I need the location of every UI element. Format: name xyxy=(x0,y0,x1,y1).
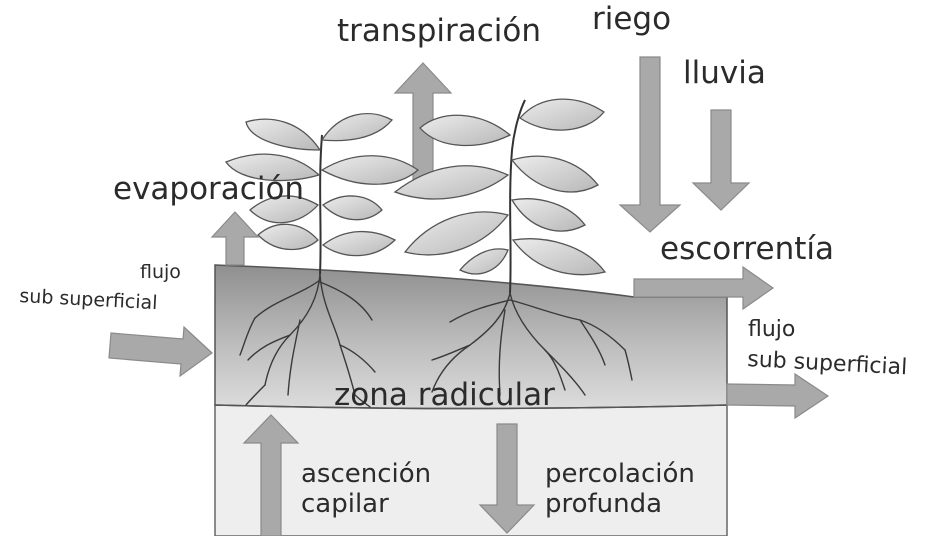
label-rain: lluvia xyxy=(683,55,766,91)
label-deep-percolation-2: profunda xyxy=(545,489,663,519)
label-runoff: escorrentía xyxy=(660,231,834,267)
evaporation-arrow xyxy=(210,211,260,266)
flow-arrows xyxy=(108,56,830,536)
rain-arrow xyxy=(691,109,751,211)
irrigation-arrow xyxy=(618,56,682,233)
label-root-zone: zona radicular xyxy=(334,377,555,413)
subsoil-layer xyxy=(214,404,728,536)
label-capillary-rise-1: ascención xyxy=(301,459,432,489)
label-deep-percolation-1: percolación xyxy=(545,459,695,489)
transpiration-arrow xyxy=(393,62,453,181)
deep-percolation-arrow xyxy=(478,423,536,534)
soil-profile xyxy=(214,264,728,536)
plant-roots xyxy=(239,273,633,408)
label-evaporation: evaporación xyxy=(113,171,305,207)
subsurface-outflow-arrow xyxy=(726,372,830,420)
subsurface-inflow-arrow xyxy=(108,325,213,378)
label-capillary-rise-2: capilar xyxy=(301,489,389,519)
runoff-arrow xyxy=(633,265,775,311)
label-irrigation: riego xyxy=(592,1,672,37)
plant-right xyxy=(393,98,607,294)
label-subsurface-out-1: flujo xyxy=(748,317,796,342)
capillary-rise-arrow xyxy=(242,414,300,536)
soil-layer-boundary xyxy=(214,404,728,410)
label-subsurface-in-1: flujo xyxy=(140,261,181,283)
label-transpiration: transpiración xyxy=(337,13,541,49)
plant-left xyxy=(225,113,420,275)
